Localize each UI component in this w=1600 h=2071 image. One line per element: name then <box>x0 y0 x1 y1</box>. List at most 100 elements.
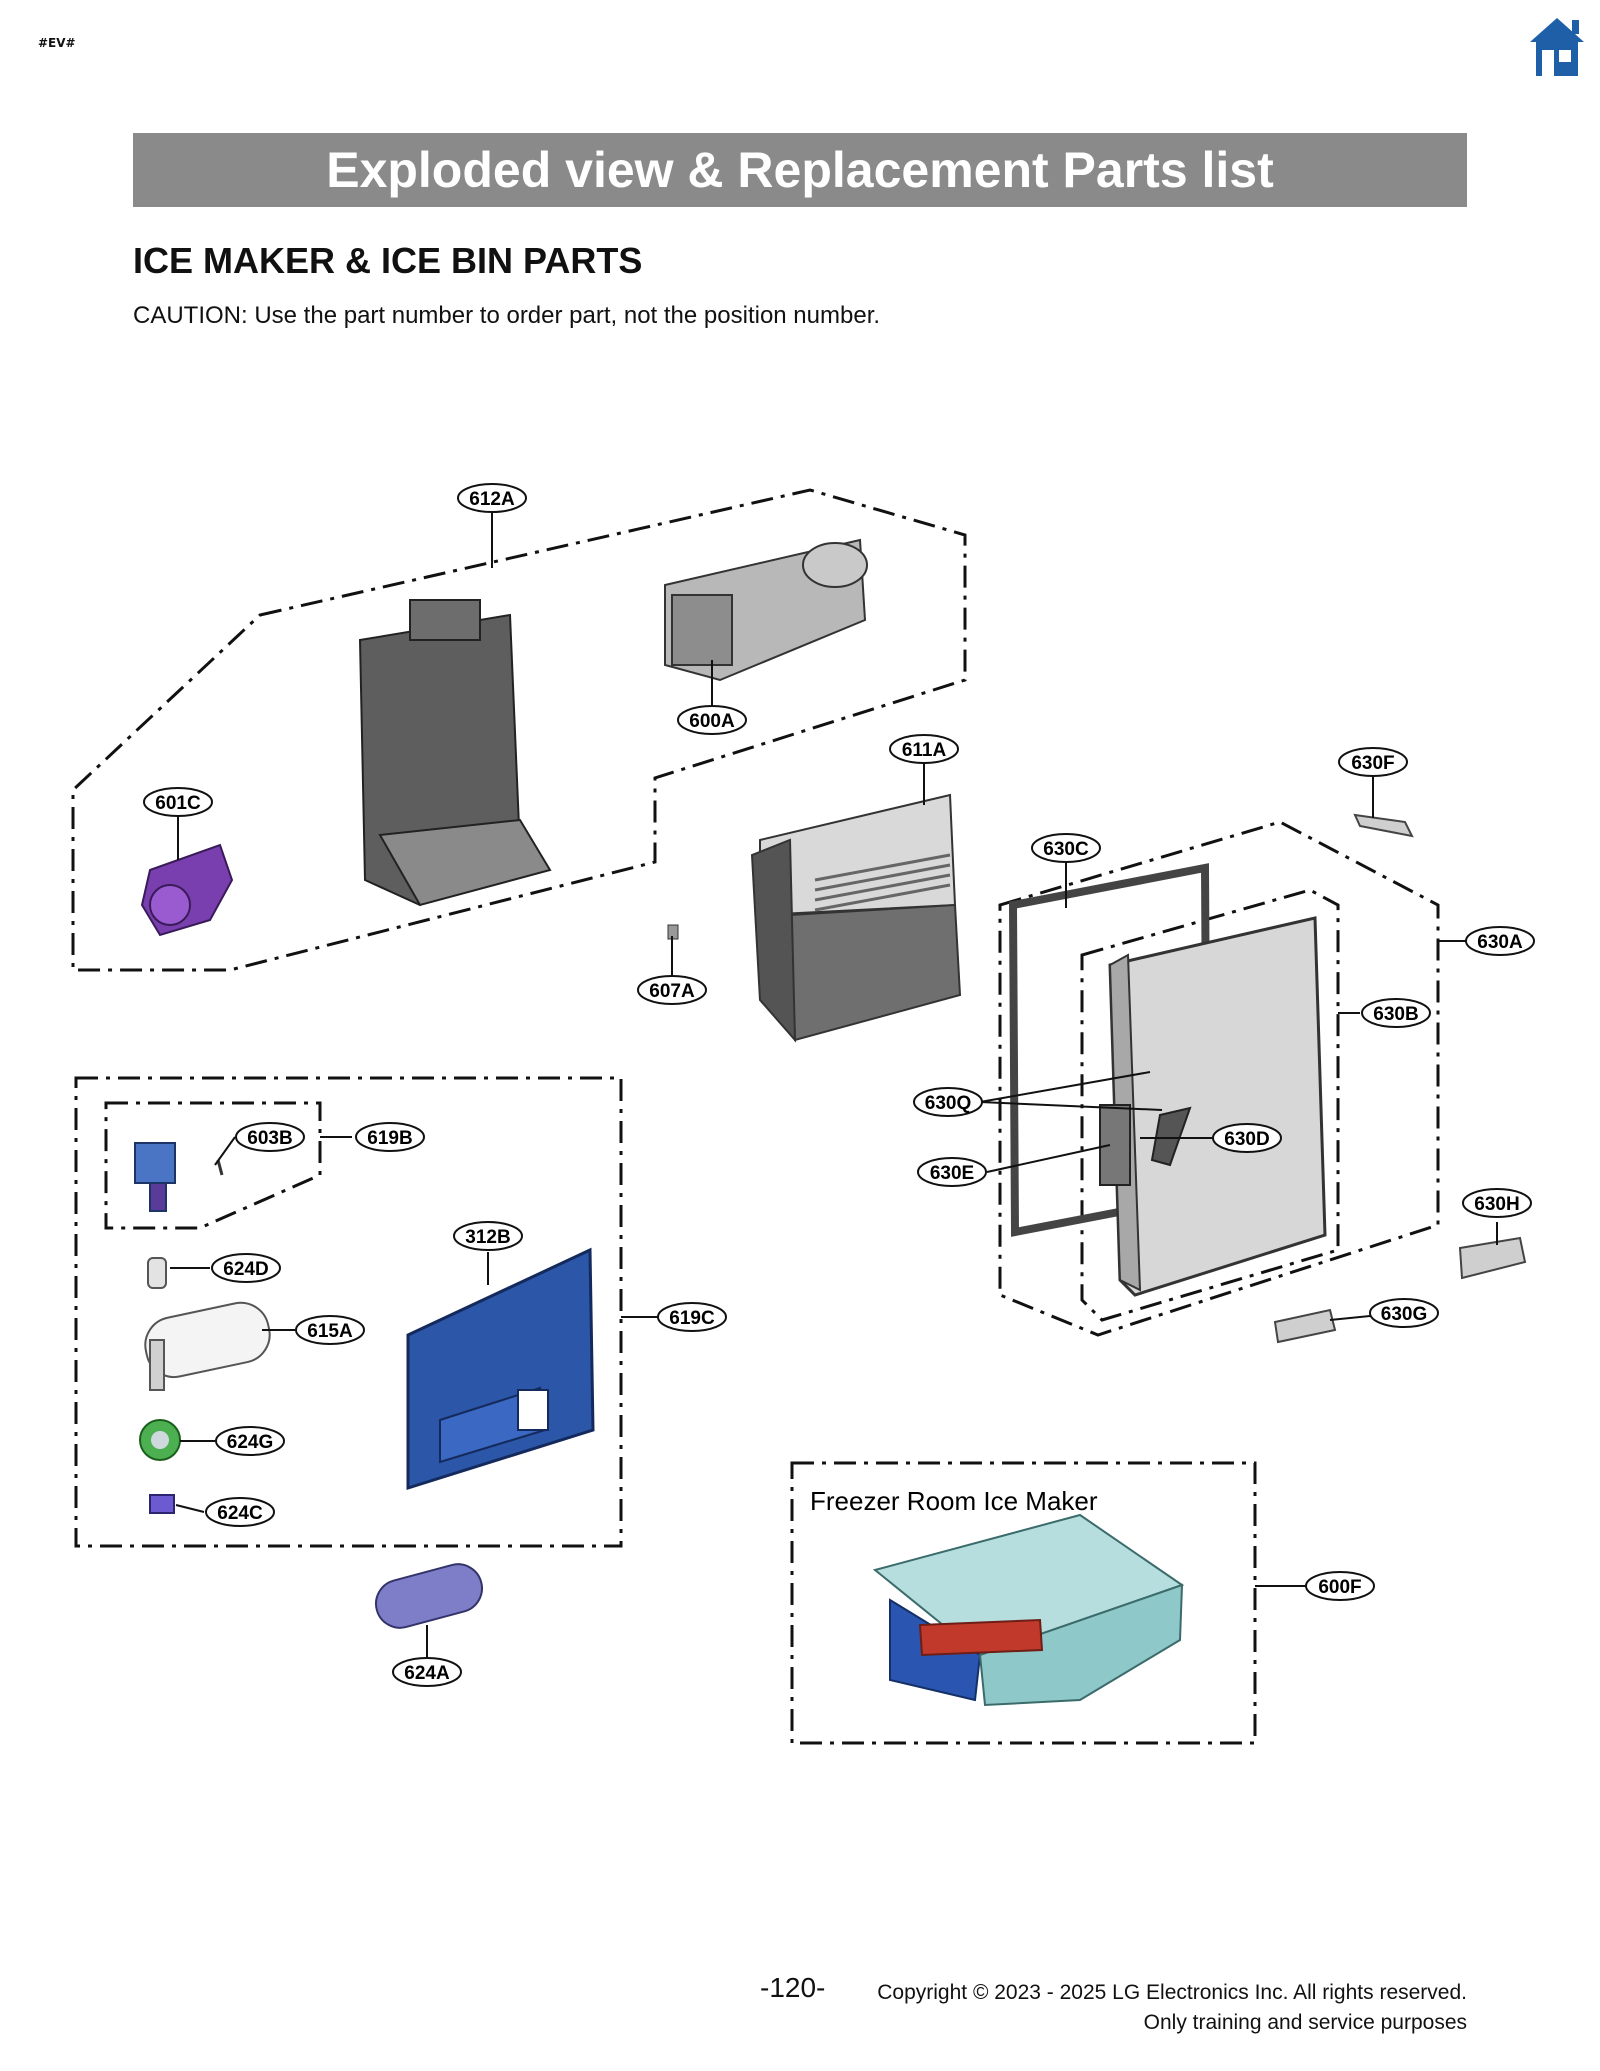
callout-bubble <box>1465 926 1535 956</box>
callout-601c: 601C <box>143 787 213 817</box>
filter-bypass-part <box>375 1563 483 1629</box>
ice-maker-bracket-part <box>358 599 552 907</box>
home-icon[interactable] <box>1528 16 1586 80</box>
fitting-624d-part <box>147 1257 167 1289</box>
callout-label: 624C <box>217 1503 263 1524</box>
group-619c-boundary <box>74 1076 623 1548</box>
callout-624c: 624C <box>205 1497 275 1527</box>
callout-bubble <box>1031 833 1101 863</box>
callout-label: 624D <box>223 1259 268 1280</box>
callout-630h: 630H <box>1462 1188 1532 1218</box>
callout-612a: 612A <box>457 483 527 513</box>
callout-label: 630G <box>1381 1304 1427 1325</box>
hinge-630f-part <box>1353 813 1414 838</box>
page-number: -120- <box>760 1972 826 2003</box>
callout-630b: 630B <box>1361 998 1431 1028</box>
callout-630d: 630D <box>1212 1123 1282 1153</box>
callout-label: 619B <box>367 1128 412 1149</box>
callout-bubble <box>235 1122 305 1152</box>
callout-600f: 600F <box>1305 1571 1375 1601</box>
freezer-ice-maker-box <box>790 1461 1257 1745</box>
callout-label: 615A <box>307 1321 353 1342</box>
callout-600a: 600A <box>677 705 747 735</box>
callout-607a: 607A <box>637 975 707 1005</box>
fitting-624c-part <box>149 1494 175 1514</box>
callout-label: 630C <box>1043 839 1089 860</box>
callout-bubble <box>392 1657 462 1687</box>
ice-bin-cover-part <box>750 793 962 1043</box>
callout-312b: 312B <box>453 1221 523 1251</box>
callout-bubble <box>143 787 213 817</box>
callout-630g: 630G <box>1369 1298 1439 1328</box>
callout-bubble <box>637 975 707 1005</box>
callout-624d: 624D <box>211 1253 281 1283</box>
section-title: ICE MAKER & ICE BIN PARTS <box>133 240 643 281</box>
callout-630f: 630F <box>1338 747 1408 777</box>
callout-label: 630A <box>1477 932 1523 953</box>
callout-611a: 611A <box>889 734 959 764</box>
callout-bubble <box>1361 998 1431 1028</box>
callout-615a: 615A <box>295 1315 365 1345</box>
group-612a-boundary <box>71 488 967 972</box>
callout-label: 630B <box>1373 1004 1418 1025</box>
auger-motor-part <box>140 843 234 937</box>
group-630b-boundary <box>1080 888 1340 1322</box>
training-note: Only training and service purposes <box>1143 2011 1467 2034</box>
callout-bubble <box>1338 747 1408 777</box>
callout-bubble <box>205 1497 275 1527</box>
ice-door-part <box>1108 916 1327 1297</box>
hinge-630h-part <box>1458 1236 1527 1280</box>
callout-630q: 630Q <box>913 1087 983 1117</box>
callout-label: 630E <box>930 1163 974 1184</box>
callout-label: 630F <box>1351 753 1394 774</box>
callout-bubble <box>215 1426 285 1456</box>
callout-label: 607A <box>649 981 695 1002</box>
door-lever-part <box>1099 1104 1192 1186</box>
freezer-box-label: Freezer Room Ice Maker <box>810 1486 1098 1516</box>
callout-label: 612A <box>469 489 515 510</box>
callout-bubble <box>889 734 959 764</box>
callout-624g: 624G <box>215 1426 285 1456</box>
group-619b-boundary <box>104 1101 322 1230</box>
callout-label: 624G <box>227 1432 273 1453</box>
callout-label: 630D <box>1224 1129 1269 1150</box>
callout-label: 624A <box>404 1663 450 1684</box>
callout-label: 312B <box>465 1227 510 1248</box>
callout-630c: 630C <box>1031 833 1101 863</box>
callout-label: 619C <box>669 1308 715 1329</box>
callout-label: 630Q <box>925 1093 971 1114</box>
callout-bubble <box>917 1157 987 1187</box>
callout-bubble <box>1462 1188 1532 1218</box>
bracket-630g-part <box>1273 1308 1337 1344</box>
callout-630a: 630A <box>1465 926 1535 956</box>
water-valve-part <box>134 1142 224 1212</box>
document-tag: #EV# <box>38 36 76 50</box>
callout-label: 630H <box>1474 1194 1519 1215</box>
callout-bubble <box>211 1253 281 1283</box>
footer-copyright: Copyright © 2023 - 2025 LG Electronics I… <box>877 1978 1467 2038</box>
callout-bubble <box>657 1302 727 1332</box>
page-banner: Exploded view & Replacement Parts list <box>133 133 1467 207</box>
callout-630e: 630E <box>917 1157 987 1187</box>
dispenser-cover-part <box>406 1247 595 1491</box>
callout-624a: 624A <box>392 1657 462 1687</box>
callout-label: 600A <box>689 711 735 732</box>
callout-619b: 619B <box>355 1122 425 1152</box>
callout-label: 601C <box>155 793 201 814</box>
ice-maker-assembly-part <box>664 538 868 682</box>
callout-bubble <box>355 1122 425 1152</box>
fitting-624g-part <box>139 1419 181 1461</box>
caution-note: CAUTION: Use the part number to order pa… <box>133 302 881 329</box>
callout-bubble <box>1369 1298 1439 1328</box>
callout-label: 611A <box>902 740 947 761</box>
callout-label: 600F <box>1318 1577 1361 1598</box>
callout-bubble <box>295 1315 365 1345</box>
callout-603b: 603B <box>235 1122 305 1152</box>
callout-619c: 619C <box>657 1302 727 1332</box>
callout-bubble <box>913 1087 983 1117</box>
callout-bubble <box>457 483 527 513</box>
callout-bubble <box>677 705 747 735</box>
callout-label: 603B <box>247 1128 292 1149</box>
callout-bubble <box>453 1221 523 1251</box>
